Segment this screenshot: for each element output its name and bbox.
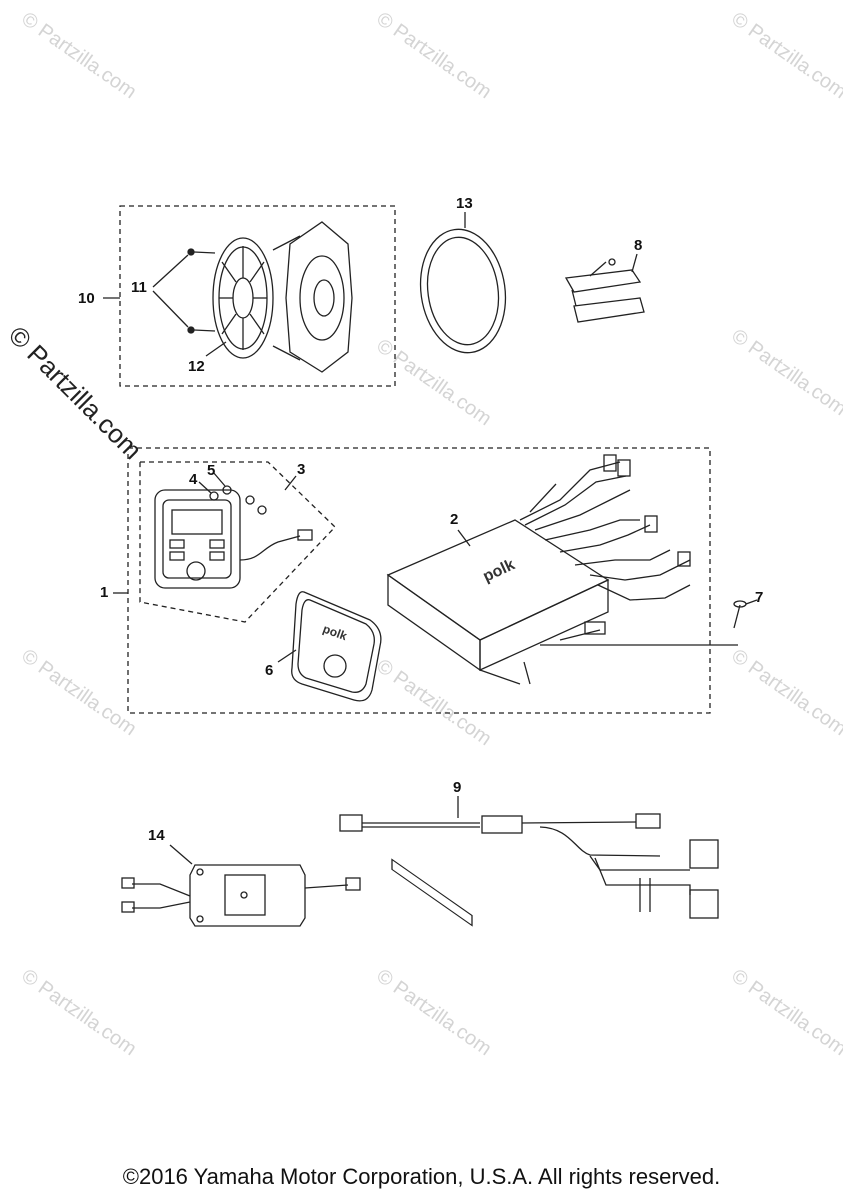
gasket-ring xyxy=(419,228,507,354)
callout-10: 10 xyxy=(78,290,95,307)
group-box-audio xyxy=(127,447,711,714)
noise-filter xyxy=(121,864,361,927)
head-unit xyxy=(154,489,313,589)
callout-6: 6 xyxy=(265,662,274,679)
callout-1: 1 xyxy=(100,584,109,601)
amplifier-wire-harness xyxy=(519,454,691,601)
callout-2: 2 xyxy=(450,511,459,528)
speaker-driver xyxy=(272,221,353,373)
speaker-grille xyxy=(212,237,274,359)
bracket xyxy=(564,258,645,323)
group-box-head-unit xyxy=(139,461,336,623)
screw xyxy=(733,600,747,629)
polk-logo-cover: polk xyxy=(321,622,349,644)
callout-3: 3 xyxy=(297,461,306,478)
callout-13: 13 xyxy=(456,195,473,212)
callout-4: 4 xyxy=(189,471,198,488)
group-box-speaker xyxy=(119,205,396,387)
polk-logo-amplifier: polk xyxy=(481,556,518,585)
callout-12: 12 xyxy=(188,358,205,375)
wire-harness xyxy=(339,813,719,919)
copyright-notice: ©2016 Yamaha Motor Corporation, U.S.A. A… xyxy=(122,1164,721,1189)
callout-8: 8 xyxy=(634,237,643,254)
callout-14: 14 xyxy=(148,827,165,844)
callout-11: 11 xyxy=(131,279,147,296)
amplifier xyxy=(386,519,610,927)
head-unit-cover xyxy=(291,591,382,702)
callout-9: 9 xyxy=(453,779,462,796)
callout-5: 5 xyxy=(207,462,216,479)
callout-7: 7 xyxy=(755,589,764,606)
